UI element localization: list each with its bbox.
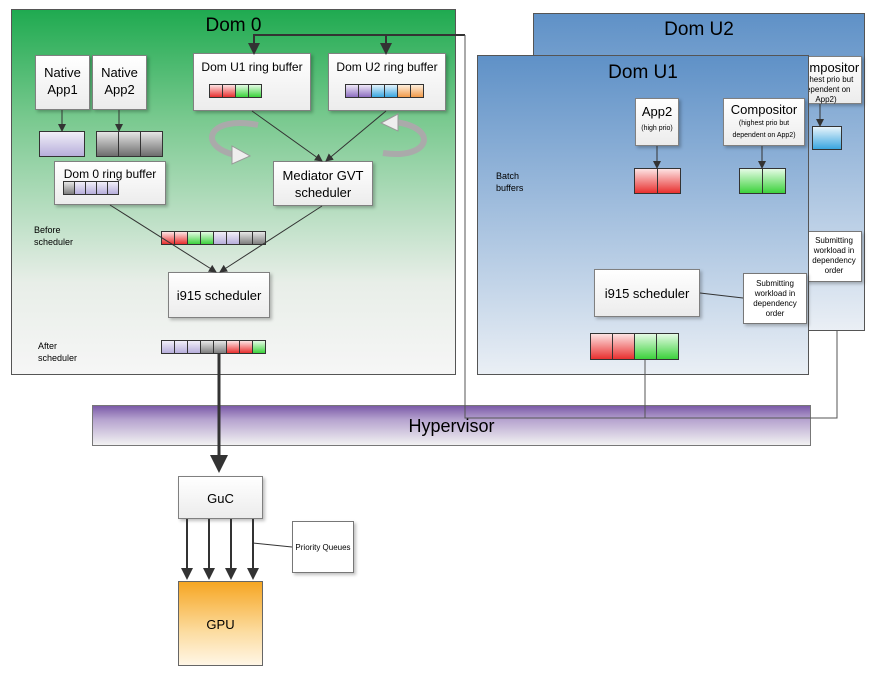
dom-u2-ring-label: Dom U2 ring buffer xyxy=(336,60,438,74)
dom-u2-note-text: Submitting workload in dependency order xyxy=(812,236,856,275)
right-rotate-arrow-head xyxy=(379,113,399,132)
u1-ring-feed-line xyxy=(248,34,465,55)
dom-u1-ring-label: Dom U1 ring buffer xyxy=(201,60,303,74)
compositor-buffer-cell-1 xyxy=(739,168,763,194)
dom-u2-buffer-cell xyxy=(812,126,842,150)
compositor-buffer-cell-2 xyxy=(762,168,786,194)
compositor-sub-a: (highest prio but xyxy=(738,120,790,127)
right-rotate-arrow xyxy=(382,119,427,157)
native-app2-buffer-3 xyxy=(140,131,163,157)
mediator-to-i915-arrow xyxy=(219,205,323,273)
mediator-gvt-scheduler: Mediator GVT scheduler xyxy=(273,161,373,206)
guc-to-priority-note-line xyxy=(252,542,293,548)
dom-u2-compositor-sub-a: highest prio but xyxy=(798,75,854,84)
dom-u2-title: Dom U2 xyxy=(664,19,734,40)
native-app1-label: Native App1 xyxy=(44,65,81,97)
dom-u1-ring-buffer-box: Dom U1 ring buffer xyxy=(193,53,311,111)
app2-label: App2 xyxy=(641,104,673,119)
app2-box: App2 (high prio) xyxy=(635,98,679,146)
app2-buffer-cell-2 xyxy=(657,168,681,194)
app2-sub: (high prio) xyxy=(641,125,673,132)
u1-out-cell-4 xyxy=(656,333,679,360)
dom-u2-ring-buffer-box: Dom U2 ring buffer xyxy=(328,53,446,111)
native-app2-label: Native App2 xyxy=(101,65,138,97)
u1-ring-cell-4 xyxy=(248,84,262,98)
batch-buffers-label: Batch buffers xyxy=(496,170,546,194)
dom0-ring-to-i915-arrow xyxy=(109,204,217,273)
dom-u2-compositor-label: Compositor xyxy=(792,60,860,75)
priority-queues-note: Priority Queues xyxy=(292,521,354,573)
dom-u1-note-text: Submitting workload in dependency order xyxy=(753,279,797,318)
left-rotate-arrow-head xyxy=(231,145,252,165)
left-rotate-arrow xyxy=(209,120,259,158)
after-cell-8 xyxy=(252,340,266,354)
native-app2-box: Native App2 xyxy=(92,55,147,110)
guc-label: GuC xyxy=(207,491,234,506)
dom-u1-i915-label: i915 scheduler xyxy=(604,286,690,301)
after-scheduler-label: After scheduler xyxy=(38,340,98,364)
native-app1-box: Native App1 xyxy=(35,55,90,110)
dom-u1-i915-scheduler: i915 scheduler xyxy=(594,269,700,317)
before-scheduler-label: Before scheduler xyxy=(34,224,94,248)
dom0-ring-label: Dom 0 ring buffer xyxy=(63,167,157,181)
dom0-i915-label: i915 scheduler xyxy=(176,288,262,303)
hypervisor-label: Hypervisor xyxy=(408,416,495,436)
before-queue xyxy=(161,231,273,245)
app2-buffer-cell-1 xyxy=(634,168,658,194)
dom0-i915-scheduler: i915 scheduler xyxy=(168,272,270,318)
before-scheduler-text: Before scheduler xyxy=(34,225,74,247)
gpu-label: GPU xyxy=(206,617,235,632)
batch-buffers-text: Batch buffers xyxy=(496,171,524,193)
hypervisor-bar: Hypervisor xyxy=(92,405,811,446)
dom-u1-title: Dom U1 xyxy=(608,62,678,83)
compositor-sub-b: dependent on App2) xyxy=(732,132,796,139)
dom-u2-compositor-sub-b: dependent on App2) xyxy=(801,85,851,104)
dom-u1-note: Submitting workload in dependency order xyxy=(743,273,807,324)
guc-box: GuC xyxy=(178,476,263,519)
u2-ring-to-mediator-arrow xyxy=(325,110,387,162)
compositor-label: Compositor xyxy=(730,102,798,117)
priority-queues-label: Priority Queues xyxy=(295,543,351,552)
gpu-box: GPU xyxy=(178,581,263,666)
hypervisor-u2-loop-line xyxy=(464,35,838,419)
dom0-title: Dom 0 xyxy=(205,15,262,36)
after-scheduler-text: After scheduler xyxy=(38,341,78,363)
mediator-label: Mediator GVT scheduler xyxy=(282,168,364,200)
compositor-box: Compositor (highest prio but dependent o… xyxy=(723,98,805,146)
dom0-ring-cell-5 xyxy=(107,181,119,195)
after-queue xyxy=(161,340,273,354)
u2-ring-cell-6 xyxy=(410,84,424,98)
u1-ring-to-mediator-arrow xyxy=(251,110,323,162)
u1-scheduler-to-note-line xyxy=(699,292,744,299)
before-cell-8 xyxy=(252,231,266,245)
